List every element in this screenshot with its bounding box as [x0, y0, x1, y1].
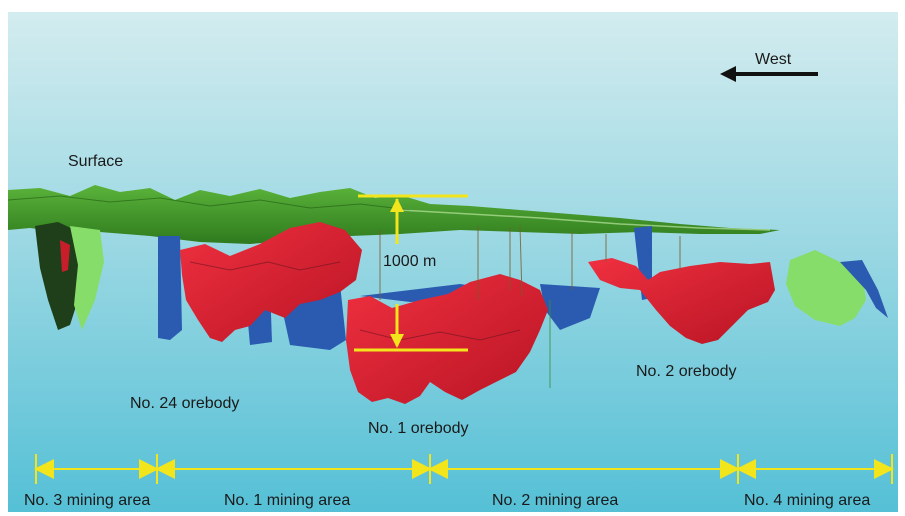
orebody-no3-area — [35, 222, 104, 330]
orebody-1-blue-right — [540, 284, 600, 330]
orebody-24-label: No. 24 orebody — [130, 395, 239, 412]
surface-label: Surface — [68, 153, 123, 170]
drill-hole — [519, 225, 523, 297]
orebody-24-blue-left — [158, 236, 182, 340]
orebody-1-mesh-line — [359, 329, 521, 341]
orebody-no2 — [588, 226, 775, 344]
terrain-surface — [7, 185, 780, 244]
orebody-no24 — [158, 222, 362, 350]
scale-down-arrow-icon — [390, 334, 404, 348]
mining-area-no3-label: No. 3 mining area — [24, 492, 150, 509]
mining-area-no4-label: No. 4 mining area — [744, 492, 870, 509]
west-label: West — [755, 51, 792, 68]
terrain-ridge — [7, 195, 411, 211]
orebody-2-label: No. 2 orebody — [636, 363, 737, 380]
orebody-24-red-mass — [180, 222, 362, 342]
orebody-24-mesh-line — [189, 261, 341, 271]
orebody-dark-green — [35, 222, 82, 330]
drill-holes — [379, 225, 681, 388]
orebody-1-label: No. 1 orebody — [368, 420, 469, 437]
orebody-1-red-mass — [346, 274, 548, 404]
west-direction-indicator: West — [720, 51, 818, 82]
depth-scale-marker: 1000 m — [354, 194, 468, 352]
orebody-red-patch — [60, 240, 70, 272]
orebody-2-red-mass — [588, 258, 775, 344]
scale-up-arrow-icon — [390, 198, 404, 212]
scale-label: 1000 m — [383, 253, 436, 270]
orebody-4-green — [786, 250, 866, 326]
mining-area-no2-label: No. 2 mining area — [492, 492, 618, 509]
mining-area-extents: No. 3 mining area No. 1 mining area No. … — [24, 454, 894, 509]
orebody-no4-area — [786, 250, 888, 326]
orebody-4-blue — [840, 260, 888, 318]
orebody-light-green — [70, 226, 104, 330]
terrain-edge — [399, 209, 771, 231]
terrain-mesh — [8, 185, 780, 244]
orebody-no1 — [346, 274, 600, 404]
mining-area-no1-label: No. 1 mining area — [224, 492, 350, 509]
west-arrow-icon — [720, 66, 736, 82]
sky-background — [8, 12, 898, 512]
